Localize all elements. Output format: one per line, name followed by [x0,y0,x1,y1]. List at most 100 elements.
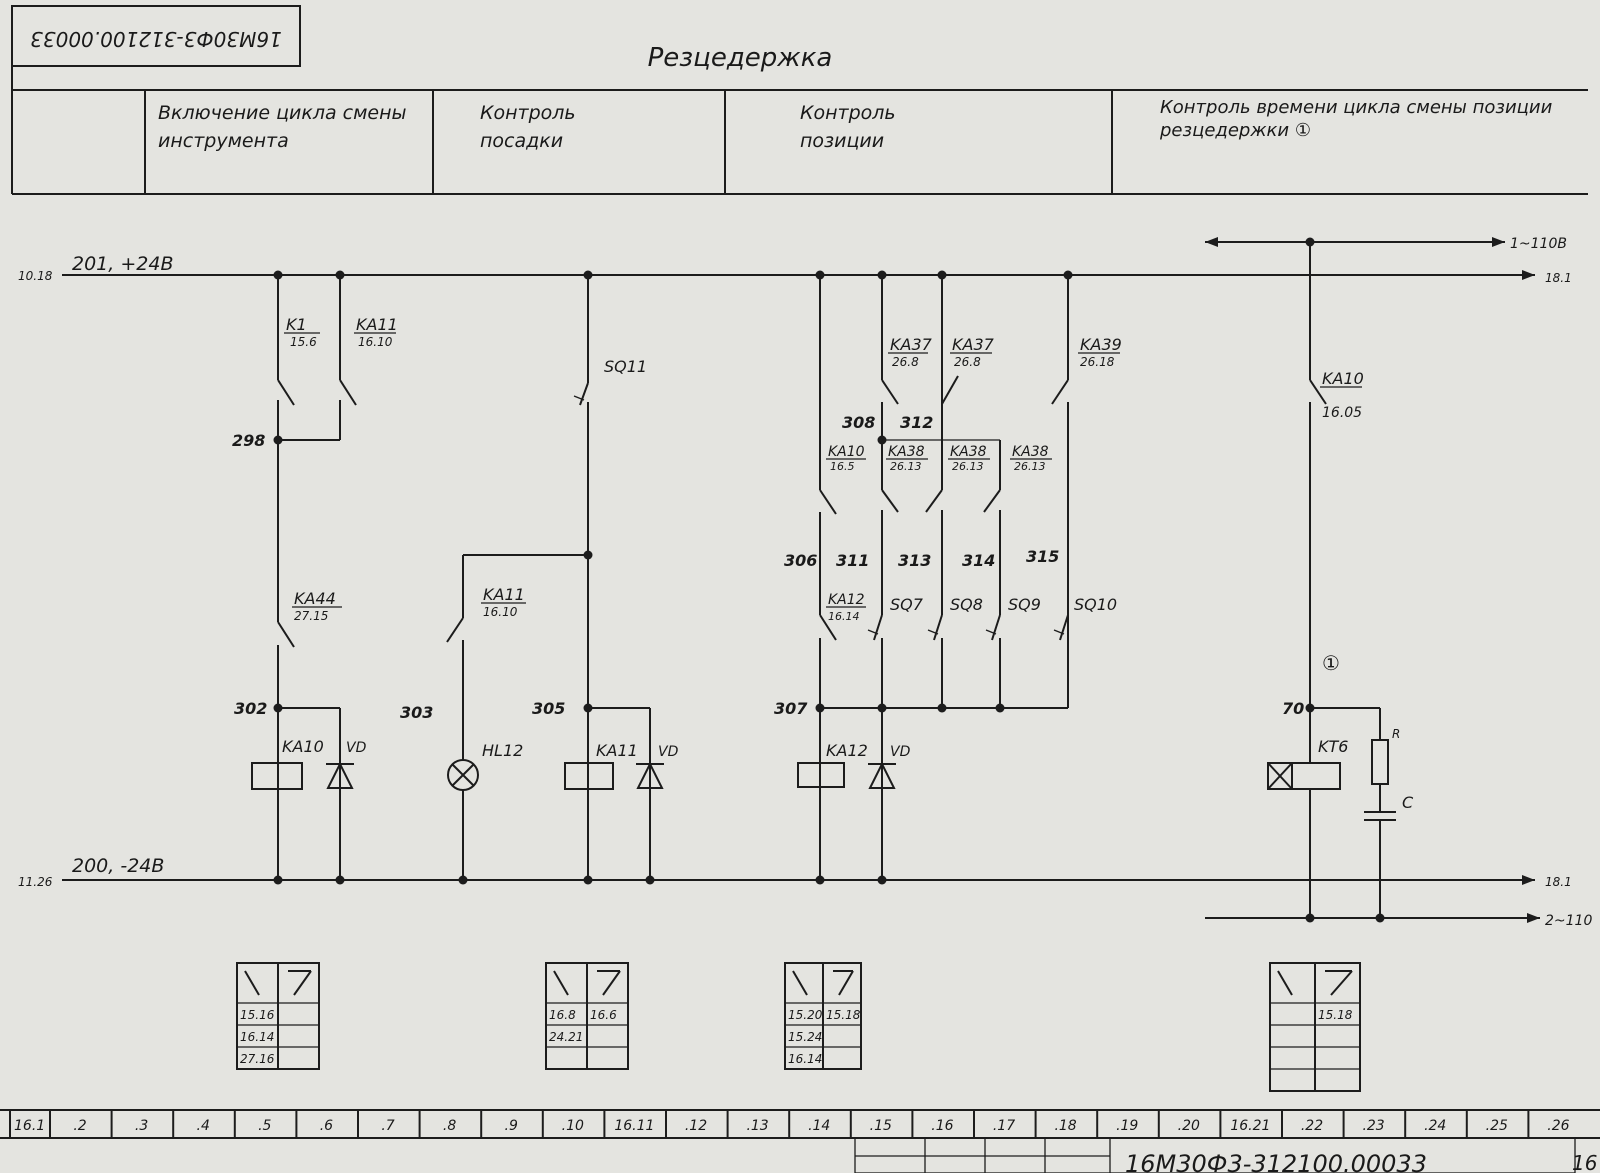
arrow-right-icon [1492,237,1505,247]
ruler-cell: .15 [870,1118,892,1134]
label-ka12-ref: 16.14 [828,610,860,623]
label-ka44: KA44 [294,589,336,608]
contact-table-cell: 27.16 [240,1052,275,1066]
node-70: 70 [1282,699,1304,718]
node-311: 311 [836,551,869,570]
label-ka12-coil: KA12 [826,741,868,760]
label-sq11: SQ11 [604,357,647,376]
node-306: 306 [784,551,817,570]
ruler-cell: .18 [1054,1118,1076,1134]
bus-top-right-ref: 18.1 [1545,271,1572,285]
contact-table-cell: 16.6 [590,1008,617,1022]
ruler-cell: .7 [381,1118,394,1134]
node-314: 314 [962,551,995,570]
contact-ka11-lamp [446,617,464,643]
arrow-right-icon [1527,913,1540,923]
arrow-right-icon [1522,875,1535,885]
contact-ka44 [277,621,295,648]
diode-vd [868,761,896,789]
ruler-cell: .25 [1486,1118,1508,1134]
label-ka37-b-ref: 26.8 [954,355,981,369]
ruler-cell: .16 [931,1118,953,1134]
contact-ka10 [819,489,837,515]
arrow-left-icon [1205,237,1218,247]
ruler-cell: 16.21 [1230,1118,1270,1134]
stamp-drawing-number: 16М30Ф3-312100.00033 [1125,1150,1427,1173]
contact-ka38-a [881,489,899,513]
ruler-cell: .3 [135,1118,148,1134]
ruler-cell: .26 [1547,1118,1569,1134]
stamp-block: 16М30Ф3-312100.00033 16 [854,1137,1597,1173]
contact-table-cell: 16.14 [240,1030,274,1044]
label-ka37-a: KA37 [890,335,933,354]
label-vd: VD [890,744,911,760]
nc-contact-icon [1330,970,1353,996]
no-contact-icon [792,970,808,996]
contact-table-cell: 15.18 [826,1008,861,1022]
relay-coil-ka10 [251,762,303,790]
header-cell-seating-control: Контроль посадки [480,102,576,152]
bus-ac-bottom-label: 2~110 [1545,913,1592,929]
contact-table-cell: 16.14 [788,1052,822,1066]
ruler-cell: .2 [73,1118,86,1134]
label-ka38-b-ref: 26.13 [952,460,984,473]
label-ka38-c-ref: 26.13 [1014,460,1046,473]
label-sq9: SQ9 [1008,595,1041,614]
header-cell-tool-change: Включение цикла смены инструмента [158,102,407,152]
label-ka11-ref: 16.10 [358,335,393,349]
diode-vd [326,761,354,789]
label-sq7: SQ7 [890,595,924,614]
ruler-cell: .9 [505,1118,518,1134]
limit-switch-sq8 [933,614,943,641]
label-ka10-timer: KA10 [1322,369,1364,388]
nc-contact-icon [293,970,312,996]
ruler-cell: 16.11 [614,1118,654,1134]
ruler-cell: .8 [443,1118,456,1134]
contact-ka37-b [941,375,959,405]
drawing-number-rotated: 16М30Ф3-312100.00033 [30,27,282,51]
bus-ac-top-label: 1~110В [1510,236,1567,252]
contact-table-cell: 15.18 [1318,1008,1353,1022]
label-ka38-b: KA38 [950,444,987,460]
label-hl12: HL12 [482,741,523,760]
no-contact-icon [553,970,569,996]
ruler-cell: .17 [993,1118,1015,1134]
node-302: 302 [234,699,267,718]
circuit-position-control: KA37 26.8 KA37 26.8 KA39 26.18 308 312 K… [774,270,1122,885]
ruler-cell: .23 [1362,1118,1384,1134]
ruler-cell: .4 [197,1118,210,1134]
circuit-cycle-time: KA10 16.05 ① 70 KT6 R C [1267,237,1414,923]
limit-switch-sq7 [873,614,883,641]
node-312: 312 [900,413,933,432]
contact-ka10-timer [1309,379,1327,405]
relay-coil-ka11 [564,762,614,790]
header-cell-position-control: Контроль позиции [800,102,896,152]
label-ka11-lamp: KA11 [483,585,525,604]
circuit-tool-change: K1 15.6 KA11 16.10 298 KA44 27.15 302 KA… [232,270,398,885]
contact-table-cell: 24.21 [549,1030,583,1044]
limit-switch-sq10 [1059,614,1069,641]
contact-table-cell: 16.8 [549,1008,576,1022]
label-ka10-pos-ref: 16.5 [830,460,855,473]
ruler-cell: .20 [1178,1118,1200,1134]
title-block: 16М30Ф3-312100.00033 Резцедержка [11,5,1588,195]
nc-contact-icon [838,970,854,996]
contact-table-cell: 15.24 [788,1030,822,1044]
contact-ka37-a [881,379,899,405]
label-ka44-ref: 27.15 [294,609,328,623]
node-298: 298 [232,431,265,450]
contact-ka12 [819,614,837,641]
nc-contact-icon [602,970,621,996]
contact-ka38-b [925,489,943,513]
node-305: 305 [532,699,565,718]
sheet-title: Резцедержка [648,43,833,73]
bus-top-label: 201, +24В [72,253,173,275]
contact-ka39 [1051,379,1069,405]
marker-circled-1: ① [1322,651,1340,675]
label-ka38-a-ref: 26.13 [890,460,922,473]
timer-relay-kt6 [1267,762,1341,790]
limit-switch-sq11 [579,382,589,406]
label-ka12: KA12 [828,592,865,608]
